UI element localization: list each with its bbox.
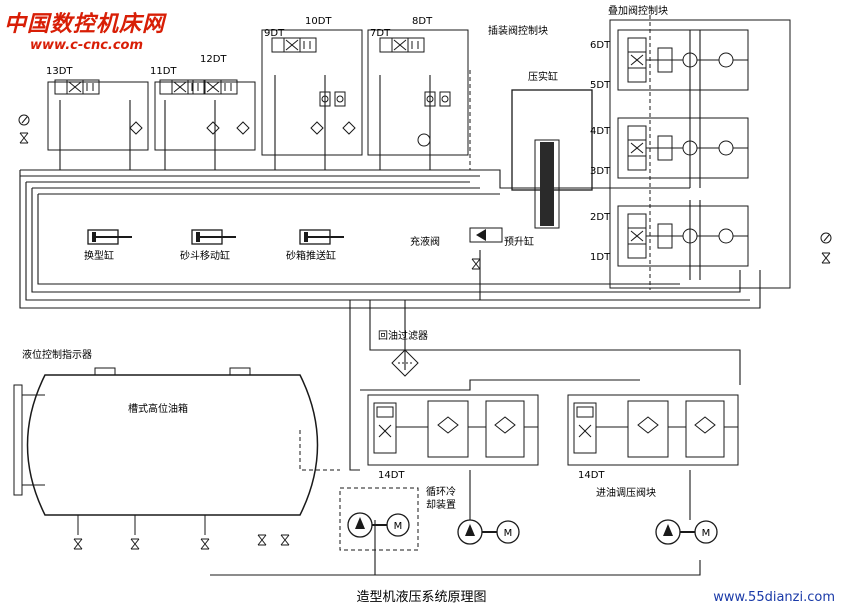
solenoid-14dt-left: 14DT <box>378 470 405 481</box>
label-level-indicator: 液位控制指示器 <box>22 348 92 361</box>
solenoid-11dt: 11DT <box>150 66 177 77</box>
pump-units <box>339 487 718 551</box>
solenoid-7dt: 7DT <box>370 28 391 39</box>
label-cartridge-block: 插装阀控制块 <box>488 24 548 37</box>
solenoid-8dt: 8DT <box>412 16 433 27</box>
component-labels: 插装阀控制块 叠加阀控制块 压实缸 换型缸 砂斗移动缸 砂箱推送缸 充液阀 预升… <box>22 4 668 511</box>
solenoid-9dt: 9DT <box>264 28 285 39</box>
source-watermark: www.55dianzi.com <box>713 590 835 605</box>
oil-tank-symbol <box>13 367 319 535</box>
return-filter-symbol <box>391 349 419 377</box>
label-cooling-1: 循环冷 <box>426 485 456 498</box>
actuator-cylinders <box>87 89 593 245</box>
motor-label: M <box>394 521 403 532</box>
solenoid-2dt: 2DT <box>590 212 611 223</box>
solenoid-4dt: 4DT <box>590 126 611 137</box>
label-stack-block: 叠加阀控制块 <box>608 4 668 17</box>
motor-label: M <box>702 528 711 539</box>
label-fill-valve: 充液阀 <box>410 235 440 248</box>
label-prelift-cyl: 预升缸 <box>504 235 534 248</box>
solenoid-3dt: 3DT <box>590 166 611 177</box>
label-press-cyl: 压实缸 <box>528 70 558 83</box>
label-sand-hopper-cyl: 砂斗移动缸 <box>180 249 230 262</box>
motor-labels: M M M <box>394 521 711 539</box>
solenoid-12dt: 12DT <box>200 54 227 65</box>
figure-caption: 造型机液压系统原理图 <box>356 590 487 605</box>
fill-valve-symbol <box>469 227 503 243</box>
label-cooling-2: 却装置 <box>426 498 456 511</box>
relief-valve-blocks <box>367 394 739 466</box>
label-inlet-block: 进油调压阀块 <box>596 486 656 499</box>
solenoid-1dt: 1DT <box>590 252 611 263</box>
label-tank: 槽式高位油箱 <box>128 402 188 415</box>
pilot-drain-lines <box>299 15 651 471</box>
label-mold-change-cyl: 换型缸 <box>84 249 114 262</box>
brand-logo-text: 中国数控机床网 <box>4 11 166 37</box>
motor-label: M <box>504 528 513 539</box>
stack-valve-block <box>609 19 791 289</box>
main-piping <box>19 30 761 576</box>
brand-url: www.c-cnc.com <box>30 38 144 53</box>
label-flask-push-cyl: 砂箱推送缸 <box>286 249 336 262</box>
solenoid-6dt: 6DT <box>590 40 611 51</box>
solenoid-14dt-right: 14DT <box>578 470 605 481</box>
solenoid-10dt: 10DT <box>305 16 332 27</box>
solenoid-labels: 13DT 11DT 12DT 9DT 10DT 7DT 8DT 6DT 5DT … <box>46 16 611 481</box>
left-control-section <box>47 29 469 156</box>
press-cylinder-symbol <box>511 89 593 229</box>
solenoid-5dt: 5DT <box>590 80 611 91</box>
label-return-filter: 回油过滤器 <box>378 329 428 342</box>
solenoid-13dt: 13DT <box>46 66 73 77</box>
